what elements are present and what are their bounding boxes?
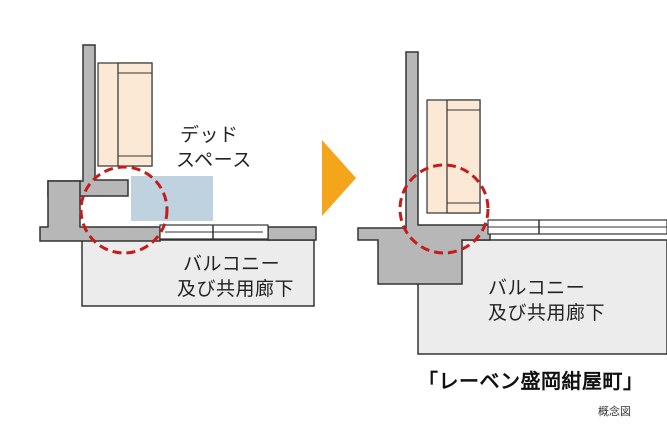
right-highlight-circle <box>398 163 490 255</box>
left-area-label-line1: バルコニー <box>183 253 281 275</box>
dead-space-label-line1: デッド <box>180 124 239 146</box>
dead-space-area <box>131 176 213 221</box>
property-caption: 「レーベン盛岡紺屋町」 <box>418 369 644 393</box>
right-wall-section <box>357 51 491 285</box>
left-area-label: バルコニー 及び共用廊下 <box>177 252 294 302</box>
right-area-label: バルコニー 及び共用廊下 <box>488 276 605 326</box>
left-area-label-line2: 及び共用廊下 <box>177 278 295 300</box>
right-diagram <box>357 51 667 355</box>
left-floor-slab <box>81 239 315 307</box>
left-parapet <box>267 226 317 241</box>
left-diagram <box>39 44 317 307</box>
footnote: 概念図 <box>598 405 631 418</box>
right-furniture-inner <box>446 99 481 214</box>
right-area-label-line1: バルコニー <box>488 277 586 299</box>
dead-space-label: デッド スペース <box>176 123 252 173</box>
left-highlight-circle <box>79 165 169 255</box>
arrow-icon <box>322 140 356 216</box>
dead-space-label-line2: スペース <box>176 149 252 171</box>
right-area-label-line2: 及び共用廊下 <box>488 302 606 324</box>
left-furniture-inner <box>117 62 153 167</box>
